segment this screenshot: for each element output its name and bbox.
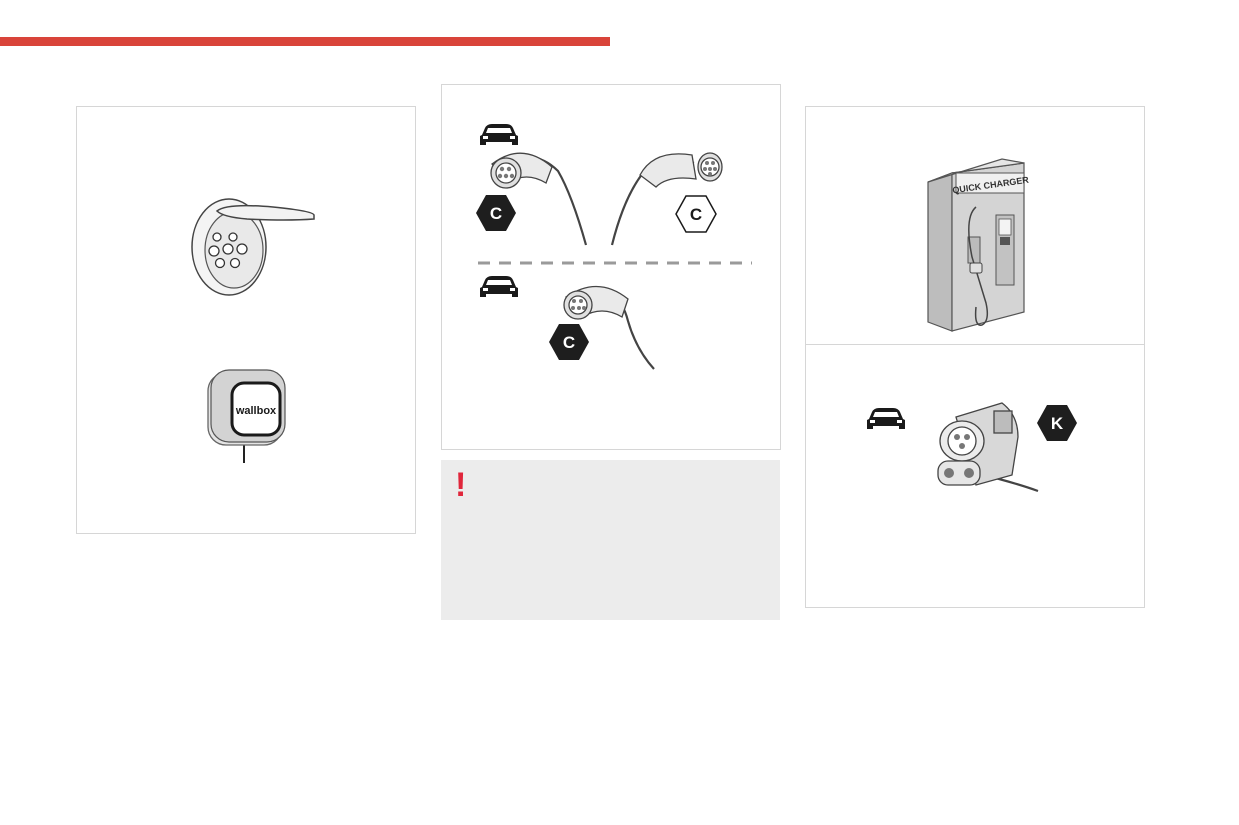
- dc-connector-panel: K: [805, 344, 1145, 608]
- badge-label: K: [1051, 414, 1064, 433]
- vehicle-socket-illustration: [191, 198, 315, 296]
- cables-illustration: C C C: [476, 124, 752, 370]
- quick-charger-illustration: QUICK CHARGER: [927, 158, 1030, 332]
- dc-connector-illustration: K: [867, 402, 1077, 493]
- hex-badge-dark: [476, 195, 516, 231]
- hex-badge-dark: [549, 324, 589, 360]
- warning-icon: !: [455, 466, 467, 504]
- wallbox-logo: wallbox: [235, 405, 277, 417]
- badge-label: C: [563, 333, 575, 352]
- warning-box: !: [441, 460, 780, 620]
- charging-cables-panel: C C C: [441, 84, 781, 450]
- badge-label: C: [690, 205, 702, 224]
- badge-label: C: [490, 204, 502, 223]
- quick-charger-panel: QUICK CHARGER: [805, 106, 1145, 345]
- hex-badge-dark: [1037, 405, 1077, 441]
- wallbox-illustration: wallbox: [207, 369, 286, 463]
- hex-badge-outline: [675, 195, 717, 233]
- header-accent-bar: [0, 37, 610, 46]
- home-charging-panel: wallbox: [76, 106, 416, 534]
- car-icon: [480, 124, 518, 145]
- car-icon: [867, 408, 905, 429]
- car-icon: [480, 276, 518, 297]
